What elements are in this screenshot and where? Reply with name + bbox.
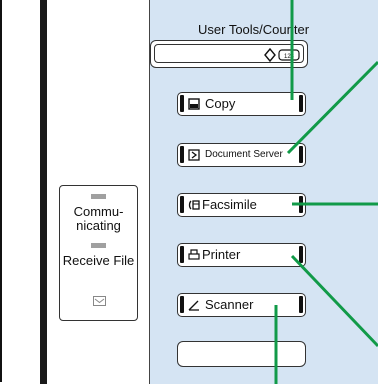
facsimile-key[interactable]: Facsimile xyxy=(177,193,306,217)
blank-key[interactable] xyxy=(177,341,306,367)
panel-divider-strip xyxy=(40,0,47,384)
printer-label: Printer xyxy=(202,247,241,262)
receive-file-label: Receive File xyxy=(62,253,135,268)
facsimile-icon xyxy=(188,200,200,210)
document-server-icon xyxy=(188,149,200,161)
fax-memory-icon xyxy=(93,296,106,306)
status-indicator-panel: Commu- nicating Receive File xyxy=(59,185,138,321)
user-tools-counter-key[interactable] xyxy=(150,40,308,68)
scanner-label: Scanner xyxy=(205,297,254,312)
scanner-key[interactable]: Scanner xyxy=(177,293,306,317)
copy-key[interactable]: Copy xyxy=(177,92,306,116)
user-tools-counter-key-face xyxy=(154,44,304,63)
communicating-led xyxy=(91,194,106,199)
user-tools-counter-icon: 123 xyxy=(264,47,300,63)
scanner-icon xyxy=(188,300,199,311)
svg-text:123: 123 xyxy=(284,54,295,60)
copy-label: Copy xyxy=(205,96,236,111)
user-tools-counter-label: User Tools/Counter xyxy=(198,22,310,37)
communicating-label-line1: Commu- xyxy=(73,204,124,219)
document-server-key[interactable]: Document Server xyxy=(177,143,306,167)
document-server-label: Document Server xyxy=(205,149,283,160)
printer-key[interactable]: Printer xyxy=(177,243,306,267)
communicating-label-line2: nicating xyxy=(76,218,121,233)
facsimile-label: Facsimile xyxy=(202,197,257,212)
copy-icon xyxy=(188,98,200,110)
receive-file-led xyxy=(91,243,106,248)
printer-icon xyxy=(188,249,200,260)
